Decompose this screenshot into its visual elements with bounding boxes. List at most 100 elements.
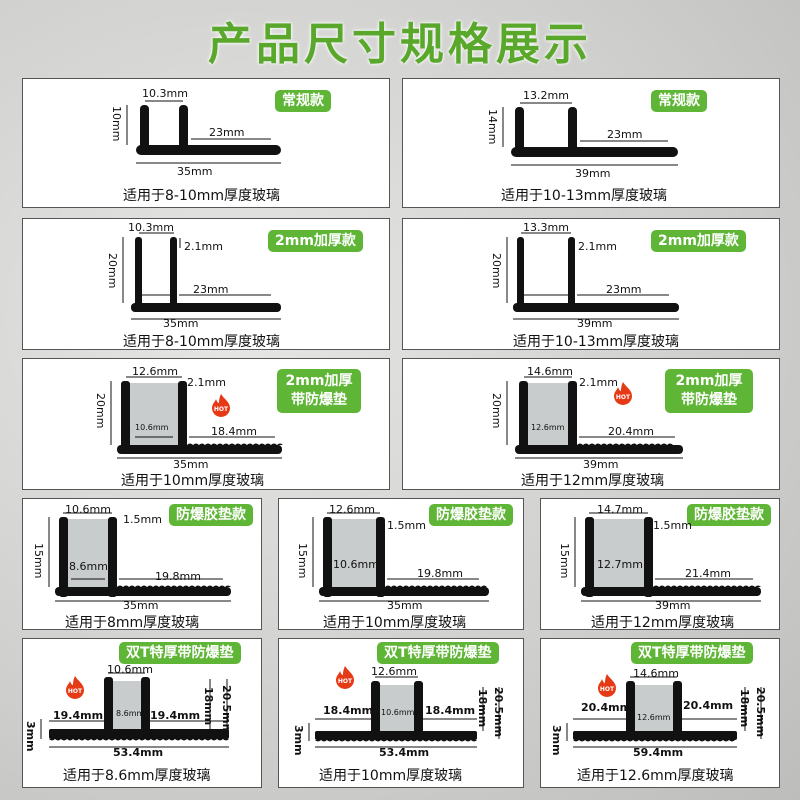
profile-drawing [40, 672, 229, 748]
dim-base: 3mm [292, 725, 305, 756]
dim-flange: 23mm [193, 283, 229, 296]
spec-badge: 2mm加厚款 [268, 230, 363, 252]
spec-badge: 防爆胶垫款 [169, 504, 253, 526]
spec-caption: 适用于12mm厚度玻璃 [521, 473, 665, 489]
dim-top: 13.2mm [523, 89, 569, 102]
spec-caption: 适用于10mm厚度玻璃 [319, 768, 463, 784]
page-title: 产品尺寸规格展示 [208, 19, 592, 70]
profile-drawing [506, 376, 683, 459]
dim-height-total: 20.5mm [492, 687, 505, 738]
dim-top: 12.6mm [329, 503, 375, 516]
profile-drawing [308, 676, 500, 748]
dim-height-inner: 18mm [476, 689, 489, 728]
dim-total: 53.4mm [113, 746, 164, 759]
dim-left-flange: 19.4mm [53, 709, 104, 722]
dim-flange: 20.4mm [608, 425, 654, 438]
dim-total: 53.4mm [379, 746, 430, 759]
spec-card-10: 双T特厚带防爆垫 10.6mm 8.6mm 19.4mm 19.4mm 18mm… [22, 638, 262, 788]
dim-total: 39mm [575, 167, 611, 180]
spec-card-12: 双T特厚带防爆垫 14.6mm 12.6mm 20.4mm 20.4mm 18m… [540, 638, 780, 788]
spec-card-5: 2mm加厚带防爆垫 12.6mm 2.1mm 10.6mm 20mm 18.4m… [22, 358, 390, 490]
hot-icon: HOT [595, 673, 619, 697]
spec-card-7: 防爆胶垫款 10.6mm 1.5mm 8.6mm 15mm 19.8mm 35m… [22, 498, 262, 631]
dim-top: 14.7mm [597, 503, 643, 516]
dim-flange: 19.8mm [155, 570, 201, 583]
dim-right-flange: 19.4mm [150, 709, 201, 722]
dim-top: 10.3mm [128, 221, 174, 234]
dim-thickness: 1.5mm [123, 513, 162, 526]
dim-top: 14.6mm [527, 365, 573, 378]
dim-total: 35mm [123, 599, 159, 612]
dim-thickness: 1.5mm [653, 519, 692, 532]
spec-card-8: 防爆胶垫款 12.6mm 1.5mm 10.6mm 15mm 19.8mm 35… [278, 498, 524, 631]
dim-inner: 12.6mm [531, 423, 565, 432]
dim-base: 3mm [24, 721, 37, 752]
profile-drawing [312, 512, 489, 602]
hot-label: HOT [338, 678, 353, 685]
dim-total: 39mm [577, 317, 613, 330]
spec-card-1: 常规款 10.3mm 10mm 23mm 35mm 适用于8-10mm厚度玻璃 [22, 78, 390, 208]
spec-card-9: 防爆胶垫款 14.7mm 1.5mm 12.7mm 15mm 21.4mm 39… [540, 498, 780, 631]
hot-icon: HOT [611, 381, 635, 405]
spec-badge: 2mm加厚带防爆垫 [665, 369, 753, 413]
hot-label: HOT [616, 394, 631, 401]
profile-drawing [574, 512, 761, 602]
dim-flange: 23mm [209, 126, 245, 139]
profile-drawing [506, 232, 679, 320]
dim-total: 39mm [655, 599, 691, 612]
dim-height-inner: 18mm [202, 687, 215, 726]
profile-drawing [502, 102, 678, 166]
dim-base: 3mm [550, 725, 563, 756]
profile-drawing [48, 512, 231, 602]
dim-total: 35mm [173, 458, 209, 471]
dim-right-flange: 18.4mm [425, 704, 476, 717]
dim-top: 12.6mm [371, 665, 417, 678]
spec-badge: 双T特厚带防爆垫 [631, 642, 753, 664]
hot-label: HOT [214, 406, 229, 413]
dim-inner: 10.6mm [333, 558, 379, 571]
spec-badge: 2mm加厚带防爆垫 [277, 369, 361, 413]
spec-caption: 适用于12mm厚度玻璃 [591, 615, 735, 631]
spec-card-6: 2mm加厚带防爆垫 14.6mm 2.1mm 12.6mm 20mm 20.4m… [402, 358, 780, 490]
dim-total: 35mm [163, 317, 199, 330]
dim-height: 15mm [32, 543, 45, 579]
dim-inner: 10.6mm [381, 708, 415, 717]
dim-left-flange: 20.4mm [581, 701, 632, 714]
dim-height-total: 20.5mm [754, 687, 767, 738]
dim-top: 13.3mm [523, 221, 569, 234]
spec-caption: 适用于8.6mm厚度玻璃 [63, 768, 211, 784]
spec-caption: 适用于8-10mm厚度玻璃 [123, 188, 281, 204]
hot-icon: HOT [333, 665, 357, 689]
dim-flange: 18.4mm [211, 425, 257, 438]
dim-height: 20mm [94, 393, 107, 429]
dim-height-total: 20.5mm [220, 685, 233, 736]
spec-card-11: 双T特厚带防爆垫 12.6mm 10.6mm 18.4mm 18.4mm 18m… [278, 638, 524, 788]
spec-caption: 适用于10mm厚度玻璃 [323, 615, 467, 631]
dim-height: 10mm [110, 106, 123, 142]
dim-flange: 23mm [607, 128, 643, 141]
spec-card-2: 常规款 13.2mm 14mm 23mm 39mm 适用于10-13mm厚度玻璃 [402, 78, 780, 208]
dim-left-flange: 18.4mm [323, 704, 374, 717]
spec-caption: 适用于10mm厚度玻璃 [121, 473, 265, 489]
dim-height: 20mm [490, 253, 503, 289]
spec-badge: 常规款 [651, 90, 707, 112]
profile-drawing [122, 232, 281, 320]
dim-inner: 10.6mm [135, 423, 169, 432]
hot-icon: HOT [63, 675, 87, 699]
profile-drawing [566, 676, 762, 748]
dim-total: 35mm [177, 165, 213, 178]
dim-top: 10.3mm [142, 87, 188, 100]
hot-label: HOT [68, 688, 83, 695]
spec-badge: 防爆胶垫款 [687, 504, 771, 526]
spec-caption: 适用于8mm厚度玻璃 [65, 615, 200, 631]
dim-flange: 21.4mm [685, 567, 731, 580]
dim-top: 10.6mm [107, 663, 153, 676]
dim-flange: 23mm [606, 283, 642, 296]
spec-badge: 双T特厚带防爆垫 [377, 642, 499, 664]
profile-drawing [126, 100, 281, 164]
dim-thickness: 2.1mm [579, 376, 618, 389]
spec-badge: 2mm加厚款 [651, 230, 746, 252]
dim-height-inner: 18mm [738, 689, 751, 728]
dim-height: 15mm [558, 543, 571, 579]
dim-inner: 12.7mm [597, 558, 643, 571]
